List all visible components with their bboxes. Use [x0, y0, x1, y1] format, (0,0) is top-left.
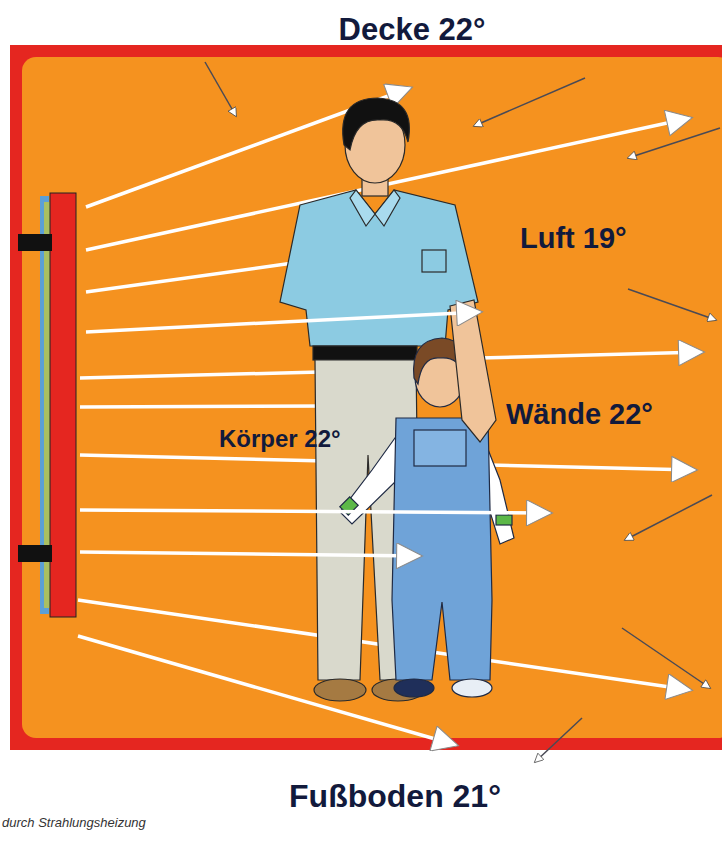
radiation-arrow — [86, 312, 480, 332]
reflection-arrow — [474, 78, 585, 126]
shirt — [280, 190, 478, 346]
reflection-arrow — [628, 289, 716, 320]
wall-bracket — [18, 545, 52, 562]
cuff — [496, 515, 512, 525]
reflection-arrow — [205, 62, 236, 116]
radiation-arrows — [78, 88, 702, 745]
temperature-label: Luft 19° — [520, 224, 627, 253]
reflection-arrow — [622, 628, 710, 688]
radiation-arrow — [86, 262, 300, 292]
radiant-heater — [50, 193, 76, 617]
radiation-arrow — [480, 352, 702, 358]
bib-pocket — [414, 430, 466, 466]
temperature-label: Decke 22° — [339, 14, 486, 45]
temperature-label: Fußboden 21° — [289, 780, 501, 812]
temperature-label: Wände 22° — [506, 400, 653, 429]
reflection-arrow — [535, 718, 582, 762]
belt — [313, 346, 417, 360]
radiation-arrow — [80, 552, 420, 556]
temperature-label: Körper 22° — [219, 427, 341, 451]
child-figure — [340, 300, 514, 697]
overalls — [392, 418, 492, 680]
adult-arm — [450, 300, 496, 442]
figure-caption: durch Strahlungsheizung — [2, 815, 146, 830]
shirt-pocket — [422, 250, 446, 272]
hair — [343, 98, 410, 150]
radiation-arrow — [80, 406, 330, 407]
radiation-arrows — [80, 312, 550, 556]
room-interior — [22, 57, 722, 738]
radiation-arrow — [80, 510, 550, 513]
reflection-arrow — [628, 128, 720, 158]
wall-bracket — [18, 234, 52, 251]
collar — [350, 190, 400, 226]
shoe — [394, 679, 434, 697]
shoe — [314, 679, 366, 701]
shoe — [452, 679, 492, 697]
reflection-arrow — [625, 495, 712, 540]
radiation-arrow — [80, 372, 320, 378]
